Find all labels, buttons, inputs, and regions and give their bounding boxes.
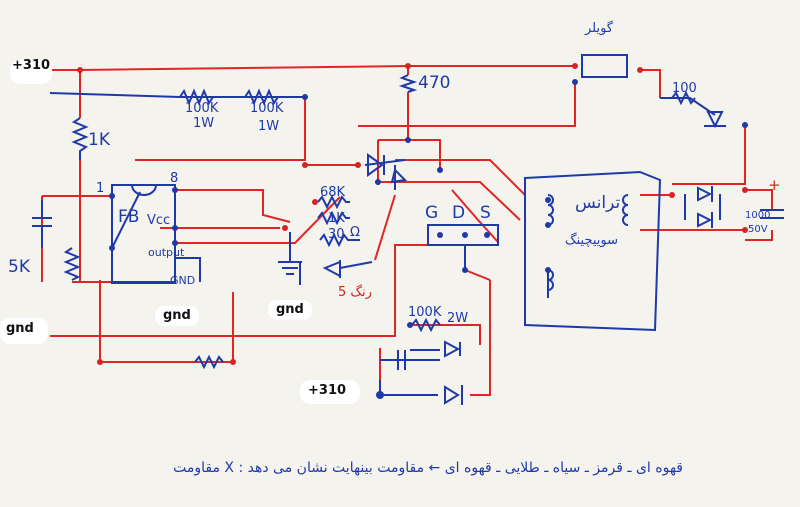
relay — [581, 54, 628, 78]
label-patch-gnd-mid — [155, 306, 199, 326]
resistor-100-output — [671, 90, 696, 106]
label-pin1: 1 — [96, 181, 104, 196]
label-output: output — [148, 246, 185, 259]
label-drain: D — [452, 203, 465, 223]
label-plus310-bottom: +310 — [308, 383, 346, 398]
diode-snubber — [444, 340, 461, 358]
label-patch-gnd-right — [268, 300, 312, 320]
label-gnd-pin: GND — [170, 274, 195, 287]
output-diodes — [684, 186, 721, 228]
label-r-100k-b: 100K — [250, 101, 284, 116]
resistor-1k-mid — [317, 210, 350, 226]
label-transformer-sub: سوییچینگ — [565, 232, 618, 248]
diode-top — [367, 153, 385, 177]
label-r-100k-2w-w: 2W — [447, 311, 468, 326]
label-patch-gnd-left — [0, 318, 48, 344]
zener-mid — [390, 168, 408, 184]
label-gnd-right: gnd — [276, 302, 304, 317]
label-r-100-out: 100 — [672, 81, 697, 96]
nodes — [37, 63, 748, 399]
ic-controller — [111, 184, 176, 284]
label-r-1k: 1K — [88, 130, 111, 150]
label-plus310-top: +310 — [12, 58, 50, 73]
resistor-470 — [398, 74, 418, 93]
label-cap-out: 1000 — [745, 210, 770, 221]
label-plus-sign: + — [768, 176, 781, 194]
capacitor-snubber — [397, 350, 406, 370]
label-fb: FB — [118, 207, 139, 227]
label-patch-310-bottom — [300, 380, 360, 404]
led — [322, 260, 373, 278]
label-ohm: Ω — [350, 225, 360, 240]
label-gnd-left: gnd — [6, 321, 34, 336]
label-r-30: 30 — [328, 227, 345, 242]
label-relay: گویلر — [584, 20, 614, 36]
label-cap-out-v: 50V — [748, 224, 768, 235]
label-vcc: Vcc — [147, 213, 170, 228]
label-source: S — [480, 203, 491, 223]
handwritten-note: مقاومت X : قهوه ای ـ قرمز ـ سیاه ـ طلایی… — [173, 460, 683, 476]
zener-output — [704, 111, 726, 129]
label-r-5k: 5K — [8, 257, 31, 277]
label-r-100k-a-w: 1W — [193, 116, 214, 131]
label-gate: G — [425, 203, 438, 223]
resistor-68k — [317, 194, 350, 210]
capacitor-left — [32, 200, 52, 248]
diode-bottom — [444, 385, 463, 405]
label-r-68k: 68K — [320, 185, 346, 200]
label-led-note: 5 رنگ — [338, 284, 372, 300]
label-r-100k-a: 100K — [185, 101, 219, 116]
label-r-100k-2w: 100K — [408, 305, 442, 320]
label-pin8: 8 — [170, 171, 178, 186]
transformer — [524, 170, 662, 332]
resistor-100k-a — [179, 88, 230, 106]
label-r-100k-b-w: 1W — [258, 119, 279, 134]
label-patch-310-top — [10, 60, 52, 84]
label-gnd-mid: gnd — [163, 308, 191, 323]
label-transformer: ترانس — [575, 193, 621, 213]
resistor-right-bottom — [194, 354, 224, 370]
label-r-470: 470 — [418, 73, 450, 93]
resistor-5k — [63, 247, 81, 281]
resistor-30-ohm — [319, 232, 360, 248]
ground-symbol — [278, 261, 302, 275]
mosfet-pins — [427, 224, 499, 246]
resistor-100k-b — [244, 88, 290, 106]
resistor-100k-2w — [411, 317, 441, 333]
resistor-1k — [71, 117, 89, 160]
capacitor-output — [760, 209, 784, 219]
label-r-1k-mid: 1K — [328, 211, 345, 226]
